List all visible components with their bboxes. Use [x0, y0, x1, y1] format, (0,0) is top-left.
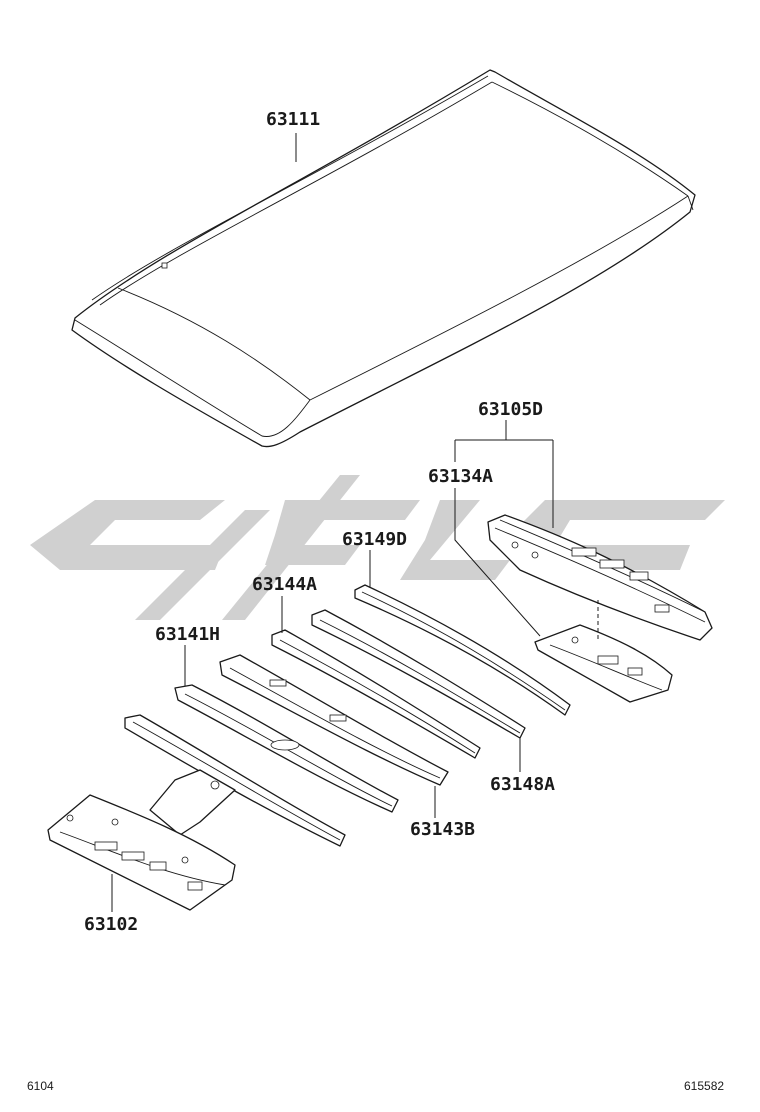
leader-lines	[111, 133, 554, 912]
roof-panel-63111[interactable]	[71, 69, 696, 448]
reinforcement-63143b[interactable]	[219, 654, 449, 786]
rear-header-inner-part[interactable]	[534, 624, 673, 703]
reinforcement-63148a[interactable]	[311, 609, 526, 739]
callout-63111: 63111	[266, 109, 320, 130]
callout-63143b: 63143B	[410, 819, 475, 840]
watermark-logo	[30, 475, 725, 620]
roof-bow-63149d[interactable]	[354, 584, 571, 716]
callout-63144a: 63144A	[252, 574, 317, 595]
footer-right-code: 615582	[684, 1079, 724, 1093]
footer-left-code: 6104	[27, 1079, 54, 1093]
front-header-63102[interactable]	[47, 769, 236, 911]
callout-63148a: 63148A	[490, 774, 555, 795]
roof-bow-63141h[interactable]	[174, 684, 399, 813]
callout-63141h: 63141H	[155, 624, 220, 645]
rear-header-part[interactable]	[487, 514, 713, 641]
callout-63149d: 63149D	[342, 529, 407, 550]
roof-bow-63144a[interactable]	[271, 629, 481, 759]
roof-bow-rear[interactable]	[124, 714, 346, 847]
callout-63134a: 63134A	[428, 466, 493, 487]
callout-63105d: 63105D	[478, 399, 543, 420]
callout-63102: 63102	[84, 914, 138, 935]
